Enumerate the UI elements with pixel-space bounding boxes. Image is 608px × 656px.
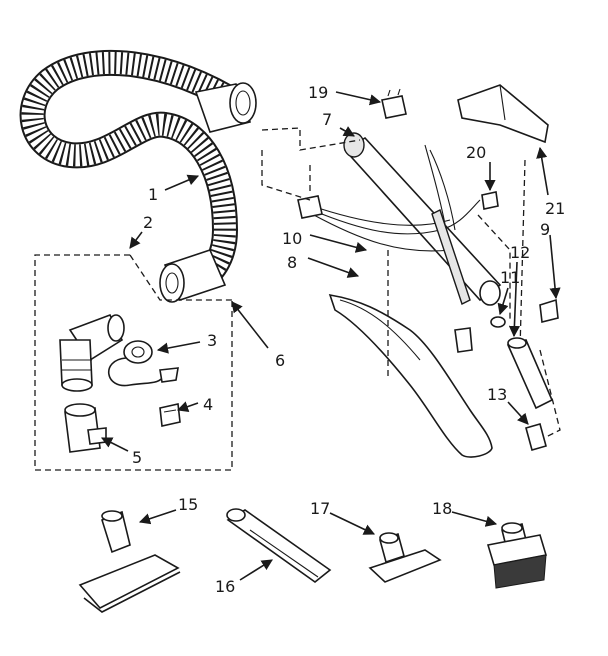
label-part-16: 16 (215, 577, 235, 596)
label-part-6: 6 (275, 351, 285, 370)
cap-part (525, 423, 547, 451)
hose-cuff-bottom (159, 249, 227, 303)
cord-reel-part (108, 340, 179, 387)
crevice-tool-part (226, 508, 332, 584)
label-part-12: 12 (510, 243, 530, 262)
assembly-outline (34, 254, 233, 471)
clip-part (159, 403, 181, 427)
part-labels: 1 2 3 4 5 6 7 8 9 10 11 12 13 15 16 17 1… (132, 83, 565, 596)
hose-part (19, 49, 257, 303)
nozzle-part (64, 403, 107, 453)
label-part-15: 15 (178, 495, 198, 514)
tube-part (506, 337, 554, 410)
label-part-11: 11 (500, 268, 520, 287)
label-part-8: 8 (287, 253, 297, 272)
upholstery-tool-part (368, 532, 442, 583)
floor-tool-part (78, 510, 181, 613)
label-part-18: 18 (432, 499, 452, 518)
label-part-7: 7 (322, 110, 332, 129)
wire-harness-part-10 (297, 144, 481, 353)
label-part-13: 13 (487, 385, 507, 404)
label-part-1: 1 (148, 185, 158, 204)
leader-lines (100, 91, 561, 581)
label-part-3: 3 (207, 331, 217, 350)
label-part-17: 17 (310, 499, 330, 518)
elbow-adapter-part (59, 313, 125, 392)
brush-tool-part (486, 522, 548, 589)
label-part-9: 9 (540, 220, 550, 239)
label-part-20: 20 (466, 143, 486, 162)
block-part (481, 191, 499, 210)
label-part-4: 4 (203, 395, 213, 414)
ring-part (490, 316, 506, 328)
label-part-10: 10 (282, 229, 302, 248)
cover-part (457, 84, 549, 144)
switch-part (381, 88, 407, 119)
wand-shell-part-8 (328, 293, 493, 458)
label-part-19: 19 (308, 83, 328, 102)
clip-part-9 (539, 298, 559, 323)
label-part-5: 5 (132, 448, 142, 467)
label-part-21: 21 (545, 199, 565, 218)
hose-cuff-top (194, 82, 257, 133)
label-part-2: 2 (143, 213, 153, 232)
